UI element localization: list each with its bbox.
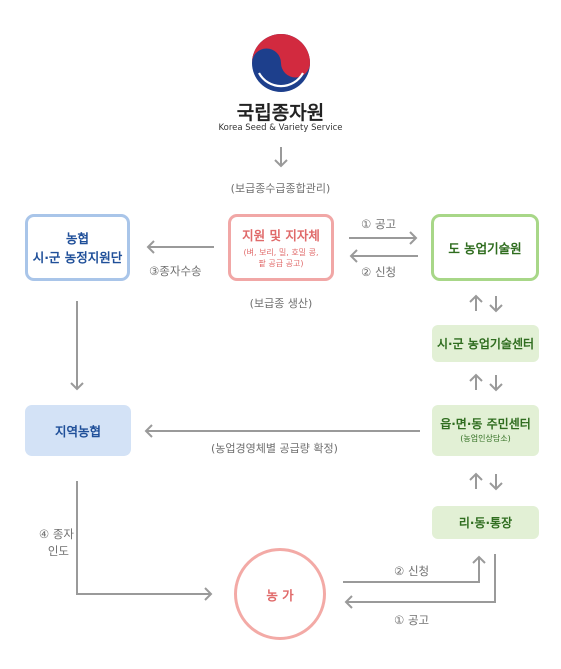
center-role-label: (보급종 생산) <box>249 297 313 310</box>
org-name-en: Korea Seed & Variety Service <box>218 123 343 133</box>
eup-myeon-dong-sub: (농업인상담소) <box>460 434 511 443</box>
arrow-nonghyup-down-head <box>70 382 84 391</box>
arrow-seed-delivery-head <box>204 587 213 601</box>
arrow-announce-bottom <box>346 554 496 603</box>
org-name: 국립종자원 <box>236 102 325 124</box>
farmer-title: 농 가 <box>266 587 294 603</box>
arrow-apply-bottom <box>343 557 480 583</box>
government-emblem-icon <box>252 34 310 92</box>
seed-delivery-label-2: 인도 <box>47 544 69 558</box>
arrow-distribution-head <box>144 424 153 438</box>
ri-dong-tongjang-title: 리·동·통장 <box>458 516 513 530</box>
distribution-plan-label: (농업경영체별 공급량 확정) <box>211 442 338 455</box>
city-county-center-title: 시·군 농업기술센터 <box>436 337 535 351</box>
arrow-apply-top-head <box>349 249 358 263</box>
seed-transport-label: ③종자수송 <box>149 264 202 278</box>
arrow-announce-top-head <box>409 231 418 245</box>
arrow-apply-bottom-head <box>472 555 486 564</box>
top-role-label: (보급종수급종합관리) <box>230 182 331 195</box>
support-local-sub: (벼, 보리, 밀, 호밀 콩, 팥 공급 공고) <box>243 247 319 268</box>
city-county-center-box: 시·군 농업기술센터 <box>432 325 539 362</box>
apply-bottom-label: ② 신청 <box>394 564 430 578</box>
eup-myeon-dong-box: 읍·면·동 주민센터 (농업인상담소) <box>432 405 539 456</box>
local-nonghyup-title: 지역농협 <box>54 424 101 439</box>
apply-top-label: ② 신청 <box>361 265 397 279</box>
ri-dong-tongjang-box: 리·동·통장 <box>432 506 539 539</box>
provincial-rda-title: 도 농업기술원 <box>448 241 522 256</box>
nonghyup-line1: 농협 <box>65 230 89 246</box>
arrow-announce-bottom-head <box>344 595 353 609</box>
announce-bottom-label: ① 공고 <box>394 613 430 627</box>
support-local-gov-box: 지원 및 지자체 (벼, 보리, 밀, 호밀 콩, 팥 공급 공고) <box>228 214 334 281</box>
nonghyup-box: 농협 시·군 농정지원단 <box>25 214 130 281</box>
arrow-down-top-head <box>274 159 288 168</box>
arrow-seed-transport-head <box>146 240 155 254</box>
local-nonghyup-box: 지역농협 <box>25 405 131 456</box>
announce-top-label: ① 공고 <box>361 217 397 231</box>
arrow-seed-delivery <box>76 481 211 595</box>
eup-myeon-dong-title: 읍·면·동 주민센터 <box>440 417 531 431</box>
seed-delivery-label-1: ④ 종자 <box>38 527 74 541</box>
support-local-title: 지원 및 지자체 <box>242 227 320 243</box>
provincial-rda-box: 도 농업기술원 <box>431 214 539 281</box>
nonghyup-line2: 시·군 농정지원단 <box>32 249 123 265</box>
farmer-circle: 농 가 <box>234 548 326 640</box>
